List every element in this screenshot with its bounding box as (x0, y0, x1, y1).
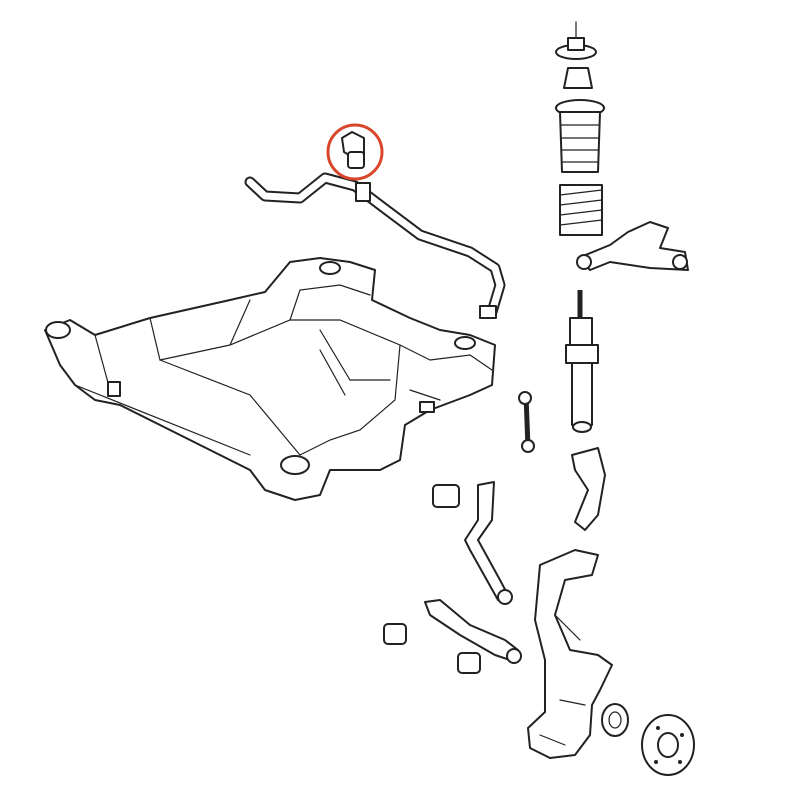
highlight-circle (326, 123, 384, 181)
bushing (383, 623, 481, 674)
wheel-bearing (601, 703, 629, 737)
steering-knuckle (527, 549, 613, 759)
upper-control-arm (576, 221, 689, 271)
tension-rod (464, 481, 513, 605)
stabilizer-link (518, 391, 535, 453)
shock-absorber (565, 290, 599, 433)
strut-top-mount (555, 21, 597, 60)
front-subframe (44, 257, 496, 501)
stabilizer-bar (244, 172, 506, 319)
bushing (432, 484, 460, 508)
coil-spring (559, 184, 603, 236)
dust-boot (555, 99, 605, 173)
wheel-hub (641, 714, 695, 776)
stabilizer-bushing[interactable] (326, 123, 384, 181)
bump-stop (563, 67, 593, 89)
knuckle-bracket (571, 447, 606, 531)
lower-control-arm (424, 599, 522, 664)
